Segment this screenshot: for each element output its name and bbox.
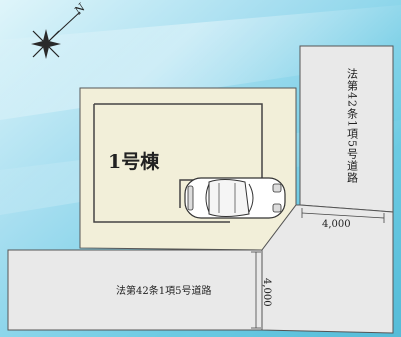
building-label: 1号棟 — [108, 150, 160, 173]
road-bottom-label: 法第42条1項5号道路 — [116, 284, 211, 297]
building-outline-left — [93, 104, 230, 223]
road-right-label: 法第42条1項5号道路 — [346, 67, 359, 184]
road-bottom — [7, 249, 263, 331]
dimension-bottom-road — [251, 251, 261, 329]
car-icon — [184, 177, 286, 219]
width-label-bottom: 4,000 — [261, 278, 272, 307]
compass-star-icon — [31, 11, 81, 59]
dimension-right-road — [301, 208, 385, 223]
width-label-right: 4,000 — [322, 219, 351, 230]
